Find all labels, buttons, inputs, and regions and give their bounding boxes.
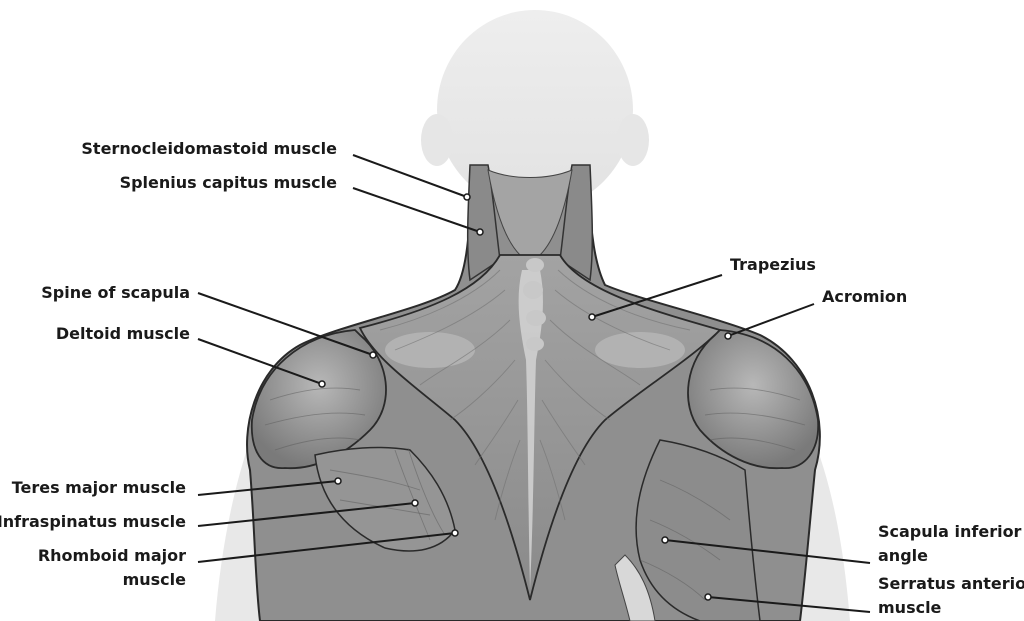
label-text: Teres major muscle — [12, 478, 186, 497]
label-text: muscle — [878, 598, 942, 617]
label-text: Trapezius — [730, 255, 816, 274]
label-text: Infraspinatus muscle — [0, 512, 186, 531]
label-text: Deltoid muscle — [56, 324, 190, 343]
label-text: Sternocleidomastoid muscle — [81, 139, 337, 158]
label-text: muscle — [123, 570, 187, 589]
label-text: Splenius capitus muscle — [120, 173, 338, 192]
label-text: Scapula inferior — [878, 522, 1022, 541]
label-text: Spine of scapula — [41, 283, 190, 302]
label-text: angle — [878, 546, 928, 565]
label-text: Serratus anterior — [878, 574, 1024, 593]
label-text: Acromion — [822, 287, 907, 306]
label-text: Rhomboid major — [38, 546, 186, 565]
